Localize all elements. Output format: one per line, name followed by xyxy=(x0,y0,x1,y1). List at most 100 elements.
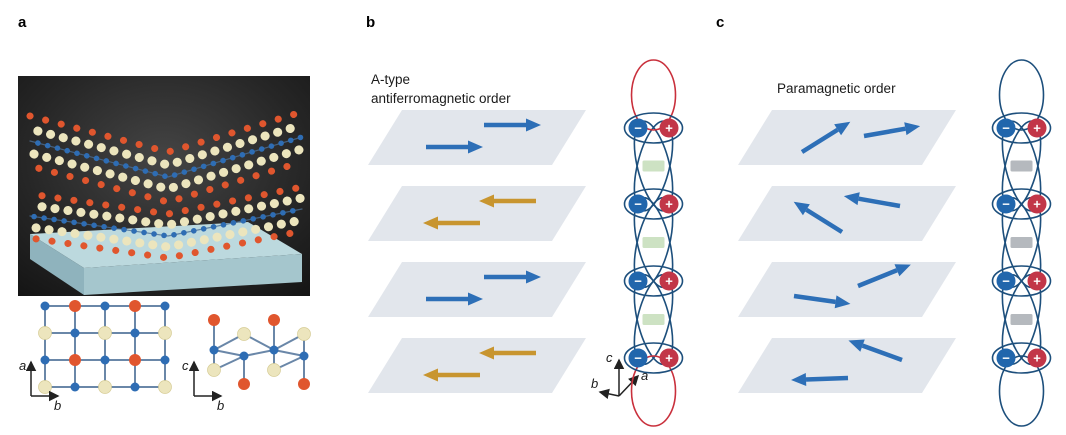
spin-arrow xyxy=(484,118,541,132)
spin-layer xyxy=(368,262,586,317)
spin-arrow xyxy=(484,270,541,284)
spin-arrow xyxy=(863,122,921,139)
outer-loop-bottom xyxy=(998,355,1045,427)
spin-arrow xyxy=(479,346,536,360)
spin-arrow xyxy=(479,194,536,208)
layer-plane xyxy=(738,338,956,393)
axis-label-b: b xyxy=(54,398,61,413)
electron-circle xyxy=(996,348,1016,368)
interlayer-bars xyxy=(1010,160,1033,325)
electron-sign: − xyxy=(634,121,642,136)
panel-b-label: b xyxy=(366,14,376,31)
hole-circle xyxy=(659,194,679,214)
spin-arrow xyxy=(793,293,851,309)
spin-layers-afm xyxy=(368,110,586,393)
layer-plane xyxy=(368,186,586,241)
electron-sign: − xyxy=(1002,121,1010,136)
exciton-units: − + − + − + − + xyxy=(991,112,1052,374)
layer-plane xyxy=(368,110,586,165)
lattice-atoms xyxy=(38,300,172,394)
electron-circle xyxy=(628,348,648,368)
electron-sign: − xyxy=(1002,274,1010,289)
hole-sign: + xyxy=(1033,121,1041,136)
hole-circle xyxy=(1027,118,1047,138)
lattice-plan-view xyxy=(38,300,172,394)
electron-circle xyxy=(996,271,1016,291)
outer-loop-bottom xyxy=(630,355,677,427)
layer-plane xyxy=(738,110,956,165)
spin-arrow xyxy=(857,264,911,289)
hole-circle xyxy=(659,118,679,138)
spin-arrow xyxy=(800,121,851,154)
spin-arrow xyxy=(426,292,483,306)
spin-layer xyxy=(738,338,956,393)
exciton-chain-paramagnetic: − + − + − + − + xyxy=(991,59,1052,427)
electron-circle xyxy=(628,194,648,214)
spin-arrow xyxy=(848,339,903,363)
panel-a-label: a xyxy=(18,14,27,31)
hole-sign: + xyxy=(665,121,673,136)
electron-circle xyxy=(628,118,648,138)
electron-circle xyxy=(996,194,1016,214)
axis-indicator-side: c b xyxy=(182,358,224,413)
hole-sign: + xyxy=(665,351,673,366)
hole-circle xyxy=(1027,194,1047,214)
spin-arrow xyxy=(423,216,480,230)
hole-circle xyxy=(659,348,679,368)
layer-plane xyxy=(738,262,956,317)
outer-loop-top xyxy=(998,59,1045,131)
axis-label-c: c xyxy=(182,358,189,373)
lattice-side-view xyxy=(207,314,311,390)
electron-sign: − xyxy=(634,197,642,212)
axis-indicator-b: c a b xyxy=(591,350,648,399)
caption-line-1: A-type xyxy=(371,72,411,87)
spin-layers-paramagnetic xyxy=(738,110,956,393)
panel-c-caption: Paramagnetic order xyxy=(777,81,896,96)
electron-sign: − xyxy=(634,351,642,366)
axis-label-c: c xyxy=(606,350,613,365)
panel-c-label: c xyxy=(716,14,725,31)
lattice-diagrams: a b xyxy=(19,300,311,413)
spin-arrow xyxy=(793,201,844,234)
spin-layer xyxy=(368,338,586,393)
hole-sign: + xyxy=(1033,351,1041,366)
hole-sign: + xyxy=(665,274,673,289)
hole-circle xyxy=(1027,271,1047,291)
electron-circle xyxy=(996,118,1016,138)
lattice-atoms xyxy=(207,314,311,390)
hole-sign: + xyxy=(665,197,673,212)
interlayer-bars xyxy=(642,160,665,325)
hole-circle xyxy=(1027,348,1047,368)
layer-plane xyxy=(368,262,586,317)
atomic-sheet-lower xyxy=(25,183,307,262)
spin-layer xyxy=(738,186,956,241)
electron-sign: − xyxy=(634,274,642,289)
hole-sign: + xyxy=(1033,197,1041,212)
electron-circle xyxy=(628,271,648,291)
hole-sign: + xyxy=(1033,274,1041,289)
spin-arrow xyxy=(423,368,480,382)
layer-plane xyxy=(368,338,586,393)
outer-loop-top xyxy=(630,59,677,131)
spin-arrow xyxy=(426,140,483,154)
caption-line-2: antiferromagnetic order xyxy=(371,90,511,106)
atomic-sheet-upper xyxy=(25,108,307,206)
electron-sign: − xyxy=(1002,197,1010,212)
axis-label-b: b xyxy=(591,376,598,391)
spin-layer xyxy=(738,110,956,165)
spin-arrow xyxy=(843,192,901,209)
exciton-chain-afm: − + − + − + − + xyxy=(623,59,684,427)
axis-indicator-plan: a b xyxy=(19,358,61,413)
axis-label-a: a xyxy=(641,368,648,383)
spin-layer xyxy=(738,262,956,317)
crystal-render xyxy=(18,76,310,296)
axis-label-b: b xyxy=(217,398,224,413)
layer-plane xyxy=(738,186,956,241)
spin-arrow xyxy=(791,372,849,386)
hole-circle xyxy=(659,271,679,291)
exciton-units: − + − + − + − + xyxy=(623,112,684,374)
electron-sign: − xyxy=(1002,351,1010,366)
spin-layer xyxy=(368,186,586,241)
spin-layer xyxy=(368,110,586,165)
